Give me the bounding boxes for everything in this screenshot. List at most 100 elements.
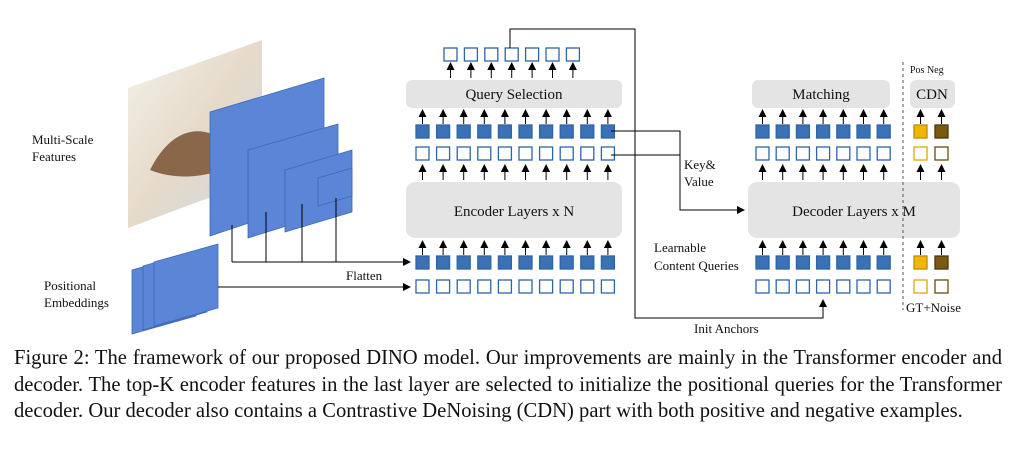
cdn-positive-token <box>913 279 928 294</box>
encoder-token <box>518 255 533 270</box>
positional-token <box>415 146 430 161</box>
cdn-positive-token <box>913 146 928 161</box>
encoder-token <box>559 255 574 270</box>
multi-scale-feature-stack <box>128 40 353 239</box>
anchor-token <box>876 279 891 294</box>
encoder-token <box>477 124 492 139</box>
flatten-label: Flatten <box>346 268 383 283</box>
positional-token <box>755 146 770 161</box>
decoder-token <box>775 124 790 139</box>
matching-label: Matching <box>792 87 850 103</box>
figure-caption: Figure 2: The framework of our proposed … <box>14 347 1002 422</box>
positional-label-1: Positional <box>44 278 96 293</box>
cdn-positive-token <box>913 255 928 270</box>
query-selection-label: Query Selection <box>465 87 563 103</box>
key-label: Key& <box>684 157 716 172</box>
cdn-negative-token <box>934 279 949 294</box>
positional-token <box>456 146 471 161</box>
decoder-input-arrows <box>758 240 888 255</box>
selected-query-tokens <box>443 47 581 62</box>
init-anchors-label: Init Anchors <box>694 321 759 336</box>
encoder-token <box>456 124 471 139</box>
query-selection-output-arrows <box>446 62 577 78</box>
encoder-input-tokens <box>415 255 616 270</box>
encoder-token <box>497 124 513 139</box>
cdn-negative-token <box>934 124 949 139</box>
anchor-token <box>815 279 831 294</box>
decoder-content-query-tokens <box>755 255 891 270</box>
encoder-token <box>456 255 471 270</box>
content-query-token <box>795 255 811 270</box>
positional-token <box>538 146 554 161</box>
positional-token <box>435 279 451 294</box>
query-selection-box <box>406 80 622 108</box>
content-query-token <box>836 255 851 270</box>
positional-token <box>815 146 831 161</box>
selected-query-token <box>565 47 581 62</box>
anchor-token <box>755 279 770 294</box>
value-label: Value <box>684 174 714 189</box>
decoder-output-arrows <box>758 164 888 180</box>
positional-token <box>559 146 574 161</box>
decoder-layers-label: Decoder Layers x M <box>792 204 916 220</box>
positional-token <box>435 146 451 161</box>
connections <box>509 28 827 319</box>
encoder-token <box>580 255 595 270</box>
encoder-layers-box <box>406 182 622 238</box>
encoder-layers-label: Encoder Layers x N <box>454 204 575 220</box>
selected-query-token <box>484 47 499 62</box>
selected-query-token <box>545 47 560 62</box>
decoder-output-tokens <box>755 124 891 139</box>
content-query-token <box>856 255 871 270</box>
encoder-output-positional-tokens <box>415 146 616 161</box>
positional-token <box>856 146 871 161</box>
anchor-token <box>836 279 851 294</box>
positional-token <box>836 146 851 161</box>
learnable-label-1: Learnable <box>654 240 706 255</box>
content-query-token <box>876 255 891 270</box>
positional-token <box>497 279 513 294</box>
selected-query-token <box>504 47 519 62</box>
positional-token <box>477 146 492 161</box>
positional-embeddings <box>131 243 219 335</box>
decoder-token <box>836 124 851 139</box>
encoder-token <box>415 255 430 270</box>
encoder-token <box>559 124 574 139</box>
positional-token <box>795 146 811 161</box>
anchor-token <box>775 279 790 294</box>
encoder-token <box>538 124 554 139</box>
positional-token <box>775 146 790 161</box>
input-image-subject <box>150 131 230 177</box>
encoder-positional-tokens <box>415 279 616 294</box>
selected-query-token <box>524 47 540 62</box>
decoder-token <box>876 124 891 139</box>
positional-token <box>497 146 513 161</box>
cdn-box <box>910 80 955 108</box>
learnable-label-2: Content Queries <box>654 258 739 273</box>
matching-input-arrows <box>758 109 888 124</box>
cdn-negative-token <box>934 146 949 161</box>
content-query-token <box>755 255 770 270</box>
cdn-label: CDN <box>916 87 948 103</box>
encoder-token <box>538 255 554 270</box>
content-query-token <box>815 255 831 270</box>
pos-neg-label: Pos Neg <box>910 65 944 76</box>
selected-query-token <box>463 47 479 62</box>
decoder-token <box>795 124 811 139</box>
content-query-token <box>775 255 790 270</box>
positional-token <box>538 279 554 294</box>
encoder-token <box>435 255 451 270</box>
encoder-token <box>497 255 513 270</box>
gt-noise-label: GT+Noise <box>906 300 961 315</box>
encoder-token <box>415 124 430 139</box>
positional-token <box>456 279 471 294</box>
decoder-token <box>815 124 831 139</box>
encoder-token <box>435 124 451 139</box>
positional-token <box>518 279 533 294</box>
cdn-positive-token <box>913 124 928 139</box>
decoder-output-positional-tokens <box>755 146 891 161</box>
positional-label-2: Embeddings <box>44 295 109 310</box>
multi-scale-label-2: Features <box>32 149 76 164</box>
positional-token <box>580 146 595 161</box>
positional-token <box>518 146 533 161</box>
